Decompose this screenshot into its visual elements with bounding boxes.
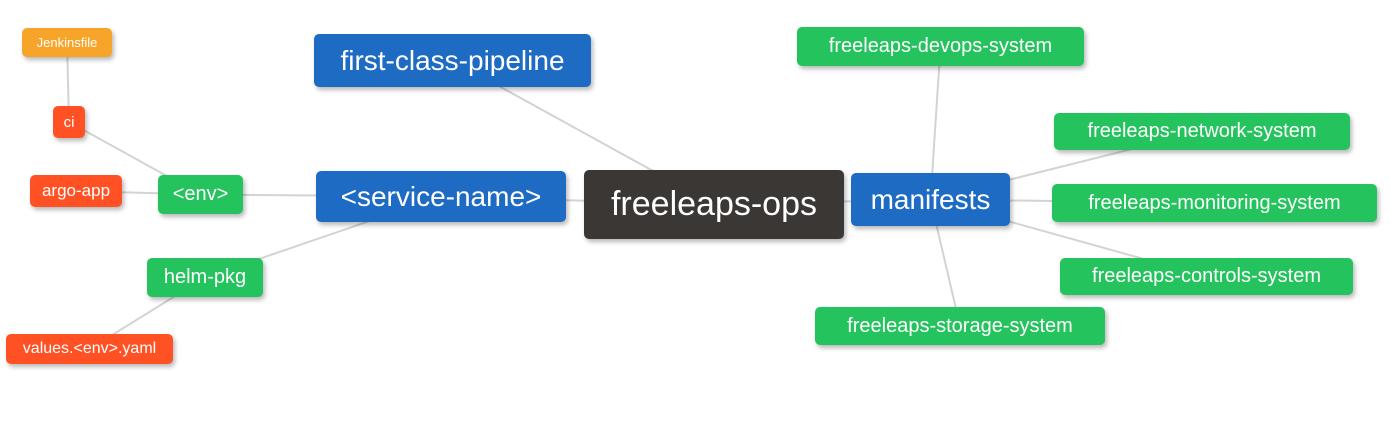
node-freeleaps-monitoring-system[interactable]: freeleaps-monitoring-system: [1052, 184, 1377, 222]
node-values-env-yaml[interactable]: values.<env>.yaml: [6, 334, 173, 364]
node-freeleaps-devops-system[interactable]: freeleaps-devops-system: [797, 27, 1084, 66]
node-ci[interactable]: ci: [53, 106, 85, 138]
node-freeleaps-network-system[interactable]: freeleaps-network-system: [1054, 113, 1350, 150]
node-jenkinsfile[interactable]: Jenkinsfile: [22, 28, 112, 57]
node-manifests[interactable]: manifests: [851, 173, 1010, 226]
node-helm-pkg[interactable]: helm-pkg: [147, 258, 263, 297]
node-freeleaps-storage-system[interactable]: freeleaps-storage-system: [815, 307, 1105, 345]
node-first-class-pipeline[interactable]: first-class-pipeline: [314, 34, 591, 87]
node-service-name[interactable]: <service-name>: [316, 171, 566, 222]
node-freeleaps-ops[interactable]: freeleaps-ops: [584, 170, 844, 239]
node-freeleaps-controls-system[interactable]: freeleaps-controls-system: [1060, 258, 1353, 295]
node-env[interactable]: <env>: [158, 175, 243, 214]
node-argo-app[interactable]: argo-app: [30, 175, 122, 207]
